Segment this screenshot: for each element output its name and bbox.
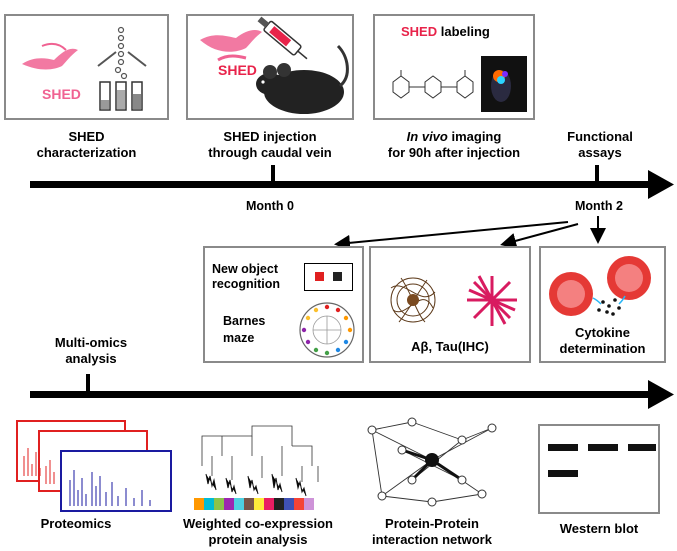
cell-icon [607,256,651,300]
panel-shed-injection: SHED [186,14,354,120]
mass-spectra [23,448,151,506]
month-2-label: Month 2 [575,199,623,213]
molecule-icon [392,70,474,99]
ihc-illustration [390,275,517,326]
cell-icon [549,272,593,316]
module-color-bar [194,498,314,510]
stage1-caption-line2: characterization [36,145,137,160]
cytokine-dots [597,298,621,316]
stage4-caption-line2: assays [578,145,622,160]
blot-band [588,444,618,451]
stage3-caption-line1: In vivo imaging [363,129,545,145]
wgcna-label-line2: protein analysis [208,532,308,547]
branch-arrows [334,216,606,251]
proteomics-label: Proteomics [40,516,112,531]
cytokine-label-line1: Cytokine [575,325,630,340]
tau-icon [467,275,517,326]
panel-western-blot [538,424,660,514]
amyloid-plaque-icon [390,277,436,323]
ihc-label: Aβ, Tau(IHC) [411,339,489,354]
panel-ihc: Aβ, Tau(IHC) [369,246,531,363]
syringe-icon [257,16,308,60]
stage2-caption-line2: through caudal vein [208,145,332,160]
blot-band [628,444,656,451]
panel-behavior-tests: New object recognition Barnes maze [203,246,364,363]
imaging-text: imaging [447,129,502,144]
barnes-maze-icon [299,302,355,358]
shed-characterization-illustration [22,26,147,111]
stage3-caption-line2: for 90h after injection [387,145,521,160]
ppi-label-line2: interaction network [372,532,492,547]
wgcna-dendrogram [194,425,319,510]
blot-band [548,444,578,451]
labeling-illustration [392,56,527,112]
stage1-caption-line1: SHED [68,129,105,144]
nor-label-line1: New object [212,262,278,276]
month-0-label: Month 0 [246,199,294,213]
blot-band [548,470,578,477]
omics-timeline-arrow [30,374,674,409]
red-object-icon [315,272,324,281]
panel-shed-characterization: SHED [4,14,169,120]
mouse-icon [256,44,349,114]
labeling-title: SHED labeling [401,24,490,40]
new-object-box [304,263,353,291]
stage4-caption-line1: Functional [567,129,633,144]
in-vivo-italic: In vivo [406,129,448,144]
barnes-label-line2: maze [223,331,255,345]
timeline-arrow [30,165,674,199]
maze-holes [301,304,353,356]
shed-cell-label: SHED [218,62,257,78]
nor-label-line2: recognition [212,277,281,291]
proteomics-figure [16,420,174,512]
multi-omics-title-line1: Multi-omics [54,335,128,350]
black-object-icon [333,272,342,281]
labeling-red: SHED [401,24,438,39]
stage2-caption-line1: SHED injection [223,129,317,144]
stem-cell-icon [200,30,262,52]
shed-cell-label: SHED [42,86,81,102]
multi-omics-title-line2: analysis [65,351,117,366]
ppi-label-line1: Protein-Protein [385,516,479,531]
cytokine-illustration [549,256,651,316]
proteomics-frame-blue [60,450,172,512]
western-blot-label: Western blot [559,521,639,536]
panel-in-vivo-imaging: SHED labeling [373,14,535,120]
labeling-black: labeling [437,24,490,39]
wgcna-label-line1: Weighted co-expression [182,516,333,531]
stem-cell-icon [22,48,78,70]
panel-cytokine: Cytokine determination [539,246,666,363]
barnes-label-line1: Barnes [223,314,266,328]
ppi-network [367,417,497,507]
cytokine-label-line2: determination [559,341,646,356]
mouse-injection-illustration [200,16,349,114]
